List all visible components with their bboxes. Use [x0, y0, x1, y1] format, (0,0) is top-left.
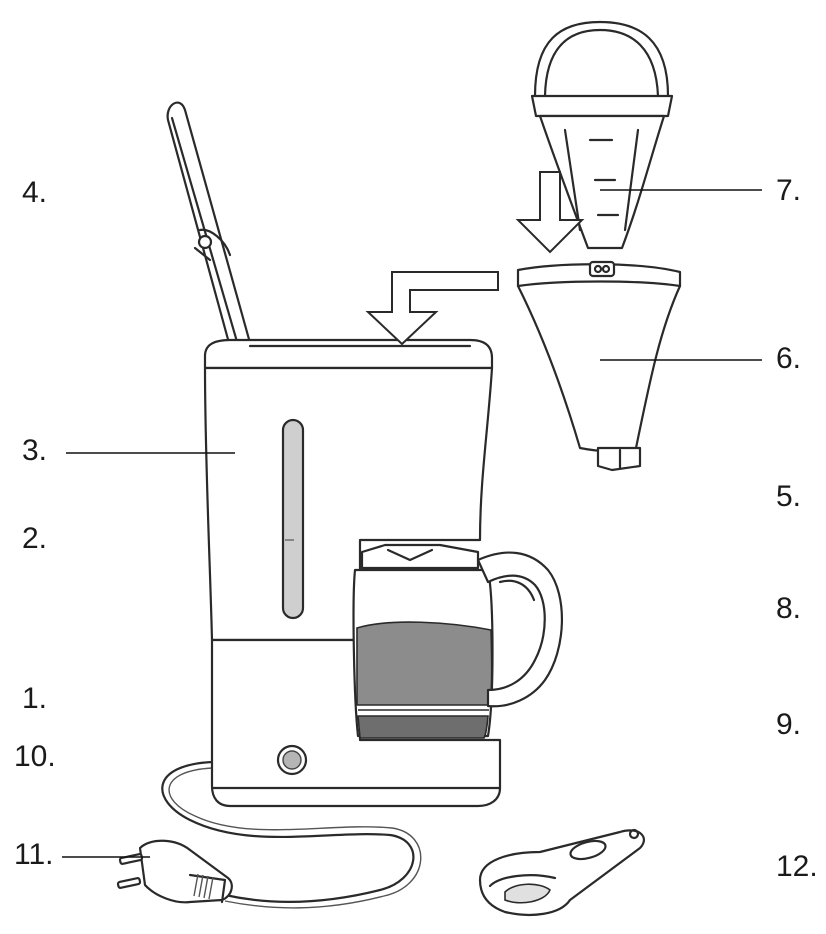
label-6: 6. [776, 342, 802, 375]
glass-carafe [352, 543, 563, 739]
label-12: 12. [776, 850, 818, 883]
lid [166, 101, 254, 356]
label-4: 4. [22, 176, 48, 209]
label-10: 10. [14, 740, 56, 773]
arrow-into-machine [365, 271, 499, 346]
label-11: 11. [14, 838, 54, 871]
arrow-into-holder [515, 171, 585, 254]
filter-holder [516, 260, 682, 472]
power-cord [161, 760, 415, 904]
label-9: 9. [776, 708, 802, 741]
label-7: 7. [776, 174, 802, 207]
water-level-window [281, 418, 305, 620]
label-3: 3. [22, 434, 48, 467]
label-2: 2. [22, 522, 48, 555]
plug [116, 839, 233, 904]
label-8: 8. [776, 592, 802, 625]
permanent-filter [530, 20, 674, 250]
label-1: 1. [22, 682, 48, 715]
measuring-spoon [478, 828, 645, 916]
label-5: 5. [776, 480, 802, 513]
